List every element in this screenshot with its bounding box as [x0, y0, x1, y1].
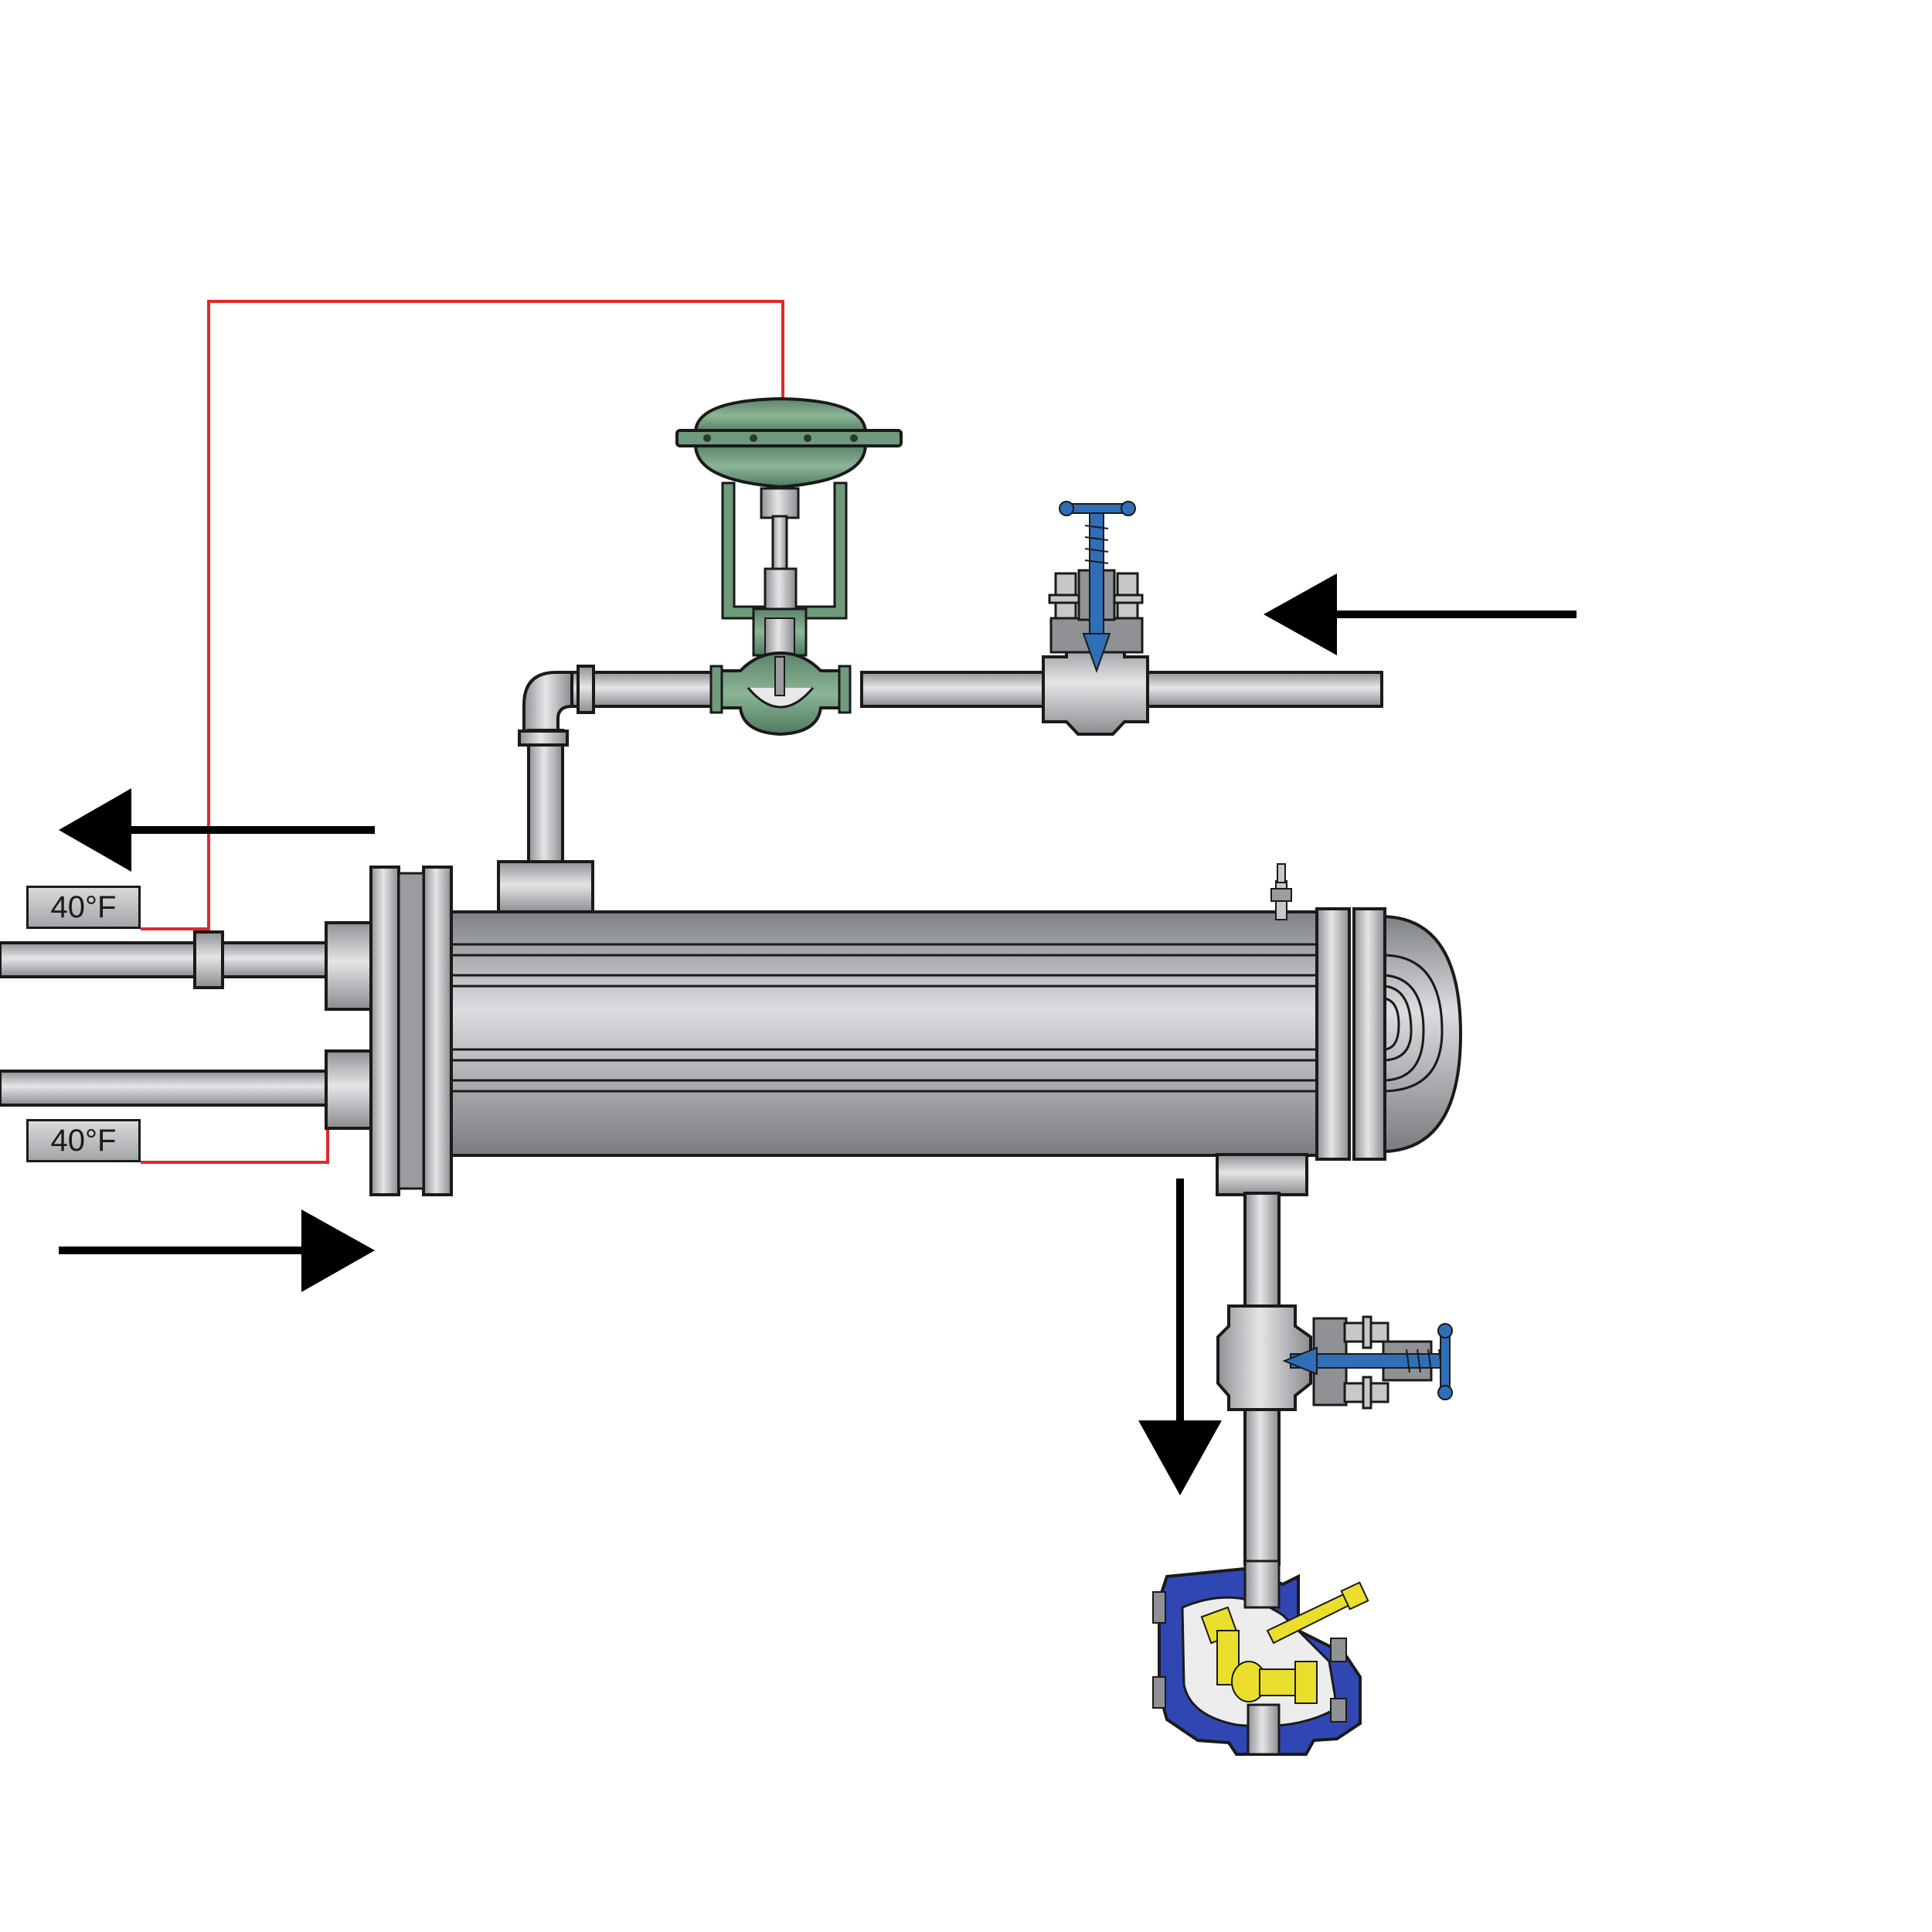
gland-bolts: [1048, 572, 1144, 620]
valve-disc: [1082, 633, 1111, 673]
pipe-elbow: [522, 671, 573, 736]
trap-outlet-connection: [1247, 1703, 1281, 1756]
trap-inlet-connection: [1243, 1560, 1281, 1609]
valve-stem-connector: [760, 487, 800, 519]
valve-packing: [764, 617, 795, 658]
flow-arrow-process-inlet: [59, 1209, 375, 1292]
valve-stem: [1089, 509, 1104, 642]
rear-flange-2: [1352, 907, 1386, 1161]
temperature-readout-inlet: 40°F: [26, 1119, 141, 1162]
shell-and-tube-heat-exchanger: [369, 863, 1463, 1196]
u-tube-bends: [1384, 954, 1444, 1093]
rear-flange-1: [1315, 907, 1351, 1161]
pipe-coupling: [577, 665, 595, 714]
float-thermostatic-steam-trap[interactable]: [1152, 1560, 1369, 1756]
tube-bundle: [451, 943, 1317, 1093]
flow-arrow-process-outlet: [59, 788, 375, 872]
flow-arrow-condensate-drain: [1138, 1179, 1222, 1495]
process-outlet-pipe: [0, 941, 330, 978]
process-inlet-pipe: [0, 1070, 330, 1107]
air-vent-icon: [1270, 863, 1292, 920]
temperature-readout-outlet: 40°F: [26, 886, 141, 929]
handwheel-icon[interactable]: [1437, 1323, 1453, 1400]
control-signal-line: [207, 300, 784, 930]
valve-stem: [771, 515, 788, 572]
exchanger-shell: [450, 910, 1318, 1157]
steam-down-pipe: [527, 729, 564, 867]
trap-cover-bolts: [1152, 1591, 1347, 1723]
outlet-isolation-valve[interactable]: [1216, 1304, 1453, 1411]
pipe-coupling-vertical: [518, 730, 569, 747]
temperature-sensor-well: [193, 930, 224, 989]
tubesheet-flange: [422, 866, 453, 1196]
gland-bolts: [1343, 1315, 1389, 1410]
valve-body: [1216, 1304, 1312, 1411]
float-valve-assembly: [1231, 1661, 1318, 1704]
outlet-nozzle: [325, 921, 376, 1011]
pneumatic-control-valve[interactable]: [675, 396, 903, 736]
flow-arrow-steam-inlet: [1264, 573, 1577, 655]
inlet-nozzle: [325, 1049, 376, 1130]
actuator-diaphragm: [693, 396, 868, 434]
steam-inlet-nozzle: [497, 860, 594, 914]
inlet-isolation-valve[interactable]: [1042, 501, 1149, 736]
sensor-signal-line-bottom: [141, 1122, 329, 1164]
condensate-outlet-nozzle: [1216, 1153, 1308, 1196]
front-channel-flange: [369, 866, 400, 1196]
actuator-lower-casing: [693, 444, 868, 489]
handwheel-icon[interactable]: [1059, 501, 1136, 516]
valve-disc: [1282, 1346, 1318, 1376]
stem-clamp: [764, 567, 798, 611]
